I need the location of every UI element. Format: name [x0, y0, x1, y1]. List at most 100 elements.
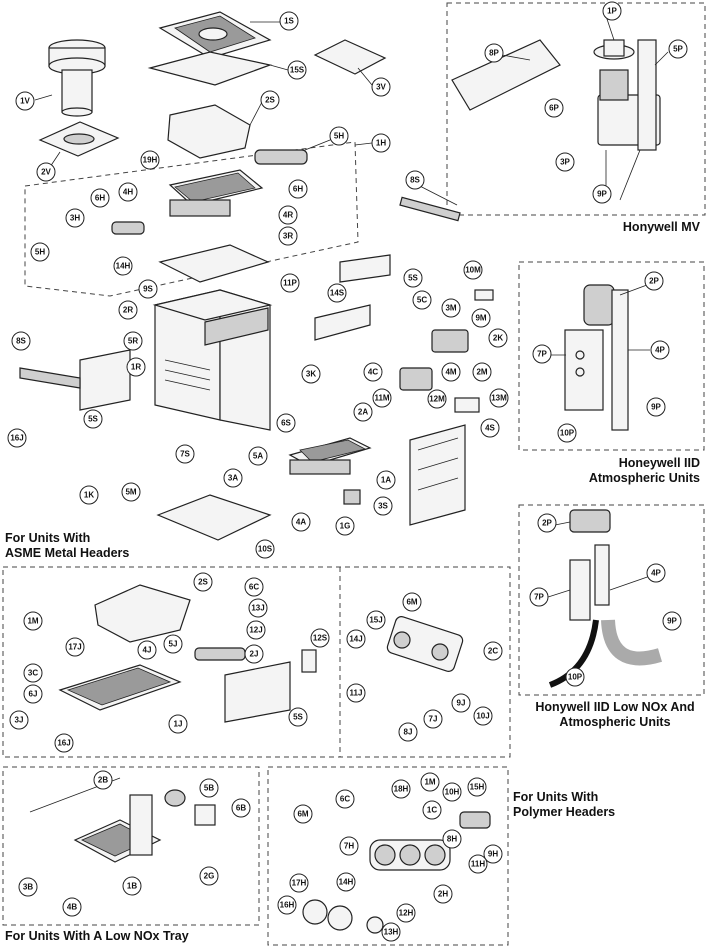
svg-text:9P: 9P	[651, 403, 661, 412]
part-callout-6m: 6M	[293, 804, 313, 824]
svg-text:5C: 5C	[417, 296, 427, 305]
svg-text:6M: 6M	[297, 810, 308, 819]
part-callout-1m: 1M	[23, 611, 43, 631]
svg-text:2G: 2G	[204, 872, 215, 881]
part-callout-12s: 12S	[310, 628, 330, 648]
part-callout-5p: 5P	[668, 39, 688, 59]
svg-text:3P: 3P	[560, 158, 570, 167]
heat-exchanger-upper	[168, 169, 264, 217]
svg-text:6C: 6C	[249, 583, 259, 592]
part-callout-2g: 2G	[199, 866, 219, 886]
part-callout-1p: 1P	[602, 1, 622, 21]
part-callout-2r: 2R	[118, 300, 138, 320]
burner-tray-5a	[288, 437, 372, 475]
svg-text:5S: 5S	[408, 274, 418, 283]
part-callout-2p: 2P	[644, 271, 664, 291]
draft-hood-2s	[167, 104, 251, 159]
svg-text:11M: 11M	[374, 394, 389, 403]
part-callout-6c: 6C	[335, 789, 355, 809]
honeywell-lownox-igniter	[548, 509, 663, 688]
part-callout-5r: 5R	[123, 331, 143, 351]
caption-polymer-line1: For Units With	[513, 790, 599, 804]
svg-text:1B: 1B	[127, 882, 137, 891]
svg-text:2P: 2P	[542, 519, 552, 528]
caption-honeywell-mv: Honywell MV	[622, 220, 700, 234]
part-callout-2m: 2M	[472, 362, 492, 382]
part-callout-13h: 13H	[381, 922, 401, 942]
part-callout-6j: 6J	[23, 684, 43, 704]
svg-text:2V: 2V	[41, 168, 51, 177]
part-callout-9m: 9M	[471, 308, 491, 328]
svg-text:1P: 1P	[607, 7, 617, 16]
svg-text:8S: 8S	[16, 337, 26, 346]
svg-text:1M: 1M	[27, 617, 38, 626]
svg-text:19H: 19H	[143, 156, 158, 165]
svg-text:7H: 7H	[344, 842, 354, 851]
svg-text:9J: 9J	[457, 699, 466, 708]
svg-text:2K: 2K	[493, 334, 503, 343]
caption-asme-line2: ASME Metal Headers	[5, 546, 130, 560]
part-callout-14j: 14J	[346, 629, 366, 649]
part-callout-13m: 13M	[489, 388, 509, 408]
svg-text:1C: 1C	[427, 806, 437, 815]
part-callout-14h: 14H	[336, 872, 356, 892]
control-9m	[431, 329, 469, 353]
part-callout-4m: 4M	[441, 362, 461, 382]
part-callout-5c: 5C	[412, 290, 432, 310]
caption-polymer-line2: Polymer Headers	[513, 805, 616, 819]
svg-text:14H: 14H	[339, 878, 354, 887]
part-callout-1c: 1C	[422, 800, 442, 820]
svg-text:15S: 15S	[290, 66, 305, 75]
honeywell-mv-valve	[451, 39, 661, 201]
svg-text:8P: 8P	[489, 49, 499, 58]
part-callout-19h: 19H	[140, 150, 160, 170]
lownox-tray-frame	[2, 766, 260, 926]
part-callout-2p: 2P	[537, 513, 557, 533]
svg-text:1M: 1M	[424, 778, 435, 787]
part-callout-3c: 3C	[23, 663, 43, 683]
part-callout-2v: 2V	[36, 162, 56, 182]
svg-text:16J: 16J	[57, 739, 70, 748]
header-3h	[111, 221, 145, 235]
svg-text:2H: 2H	[438, 890, 448, 899]
honeywell-iid-frame	[518, 261, 705, 451]
svg-text:6P: 6P	[549, 104, 559, 113]
svg-text:17H: 17H	[292, 879, 307, 888]
svg-text:16J: 16J	[10, 434, 23, 443]
svg-text:8J: 8J	[404, 728, 413, 737]
part-callout-2c: 2C	[483, 641, 503, 661]
part-callout-3r: 3R	[278, 226, 298, 246]
part-callout-3v: 3V	[371, 77, 391, 97]
part-callout-5m: 5M	[121, 482, 141, 502]
svg-text:16H: 16H	[280, 901, 295, 910]
svg-text:6J: 6J	[29, 690, 38, 699]
svg-text:10M: 10M	[465, 266, 481, 275]
svg-text:1A: 1A	[381, 476, 391, 485]
part-callout-11m: 11M	[372, 388, 392, 408]
part-callout-4b: 4B	[62, 897, 82, 917]
honeywell-iid-module	[564, 284, 629, 431]
svg-text:17J: 17J	[68, 643, 81, 652]
svg-text:1V: 1V	[20, 97, 30, 106]
part-callout-3j: 3J	[9, 710, 29, 730]
svg-text:9P: 9P	[597, 190, 607, 199]
part-callout-7p: 7P	[529, 587, 549, 607]
svg-text:1K: 1K	[84, 491, 94, 500]
svg-text:10P: 10P	[568, 673, 583, 682]
top-frame-15s	[147, 51, 273, 86]
part-callout-5h: 5H	[329, 126, 349, 146]
part-callout-17h: 17H	[289, 873, 309, 893]
part-callout-4j: 4J	[137, 640, 157, 660]
svg-text:5P: 5P	[673, 45, 683, 54]
part-callout-6c: 6C	[244, 577, 264, 597]
part-callout-8p: 8P	[484, 43, 504, 63]
part-callout-4p: 4P	[650, 340, 670, 360]
svg-text:9S: 9S	[143, 285, 153, 294]
part-callout-5s: 5S	[83, 409, 103, 429]
part-callout-3h: 3H	[65, 208, 85, 228]
svg-text:11J: 11J	[350, 689, 363, 698]
svg-text:3M: 3M	[445, 304, 456, 313]
svg-text:4M: 4M	[445, 368, 456, 377]
svg-text:9H: 9H	[488, 850, 498, 859]
polymer-header-assembly	[302, 811, 491, 934]
